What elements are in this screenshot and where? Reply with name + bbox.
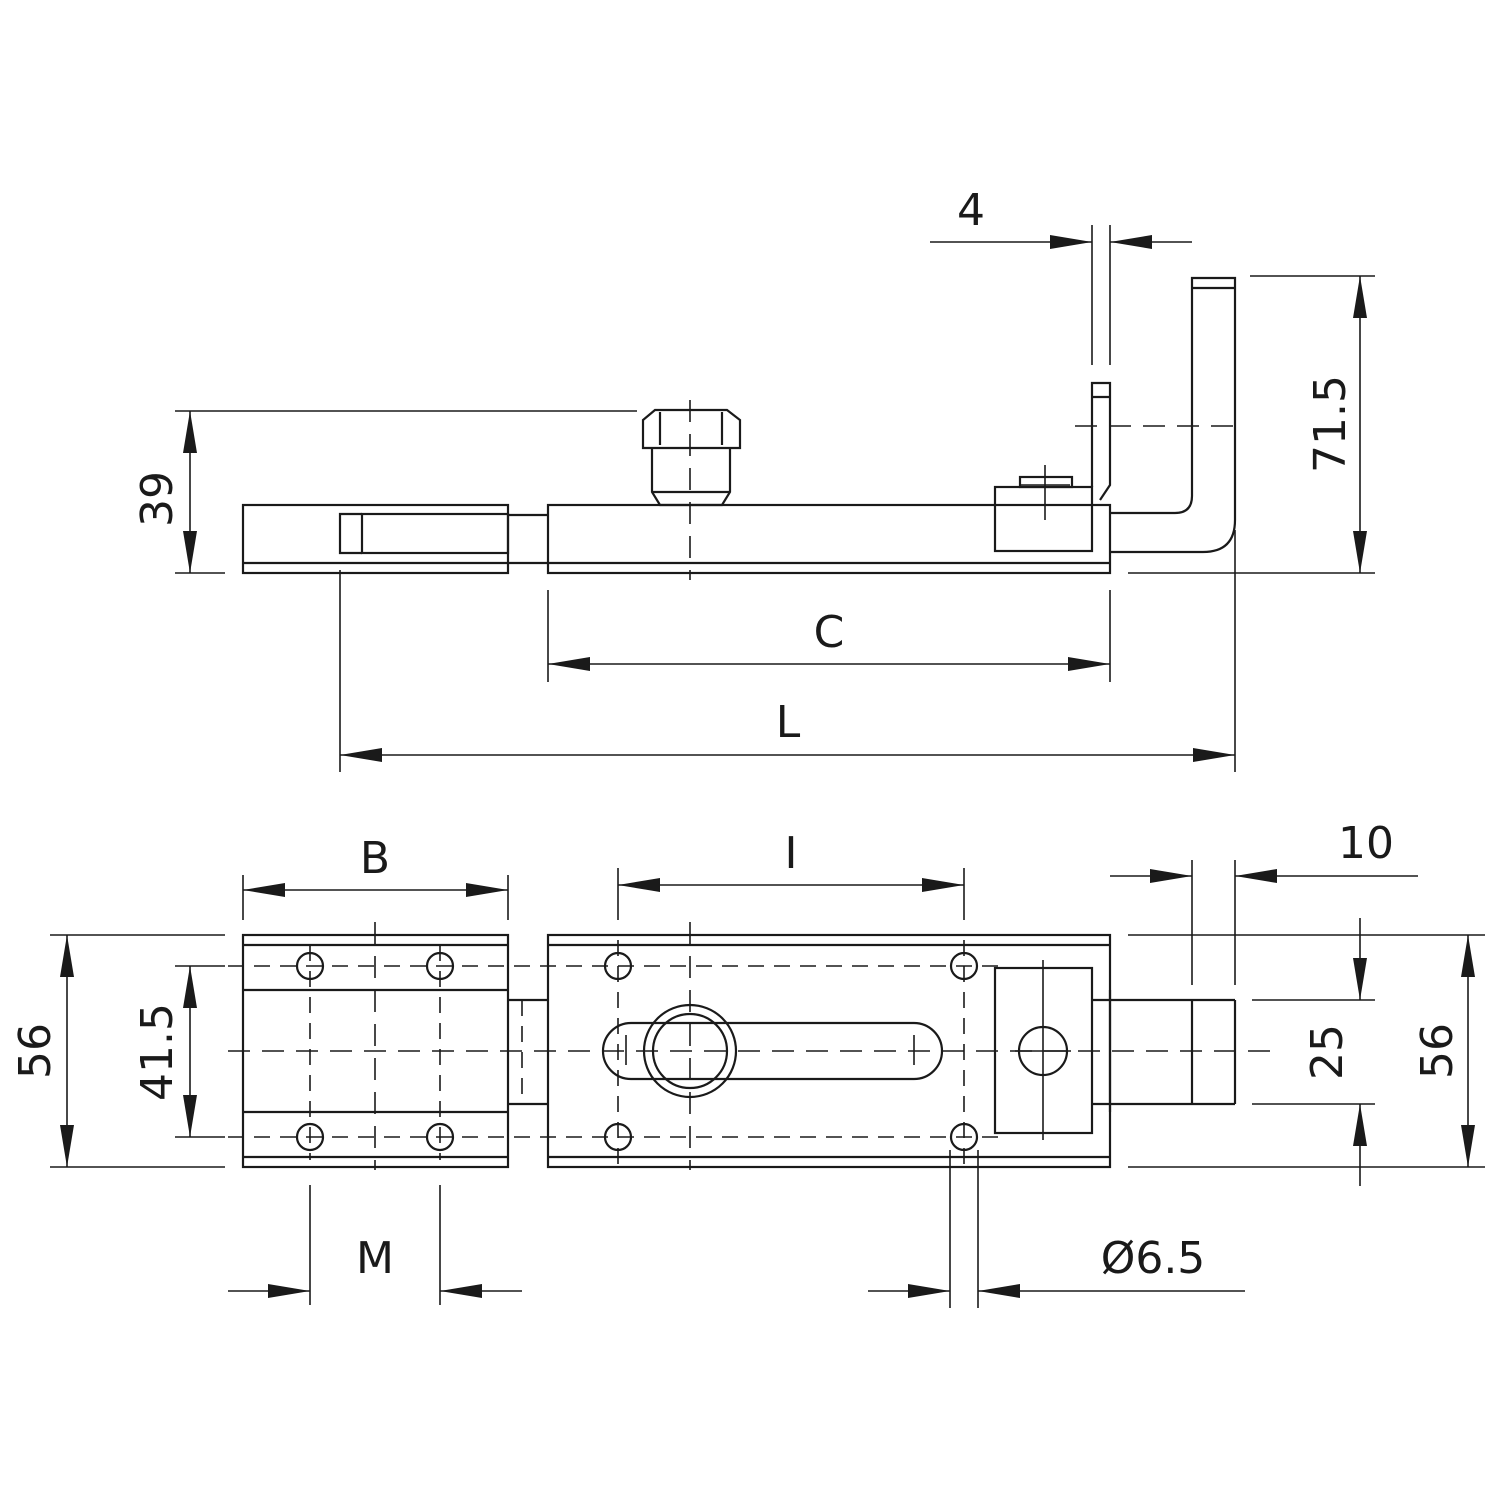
side-extension-lines (175, 225, 1375, 772)
dim-71-5: 71.5 (1305, 276, 1367, 573)
dim-B: B (243, 833, 508, 897)
dim-25: 25 (1302, 918, 1367, 1186)
dim-56-left-label: 56 (10, 1023, 61, 1079)
mounting-hole (295, 1122, 325, 1152)
top-view: B I 10 56 41.5 (10, 818, 1485, 1308)
dim-C-label: C (814, 607, 845, 658)
dim-39-label: 39 (132, 471, 183, 527)
dim-41-5: 41.5 (132, 966, 197, 1137)
side-knob (641, 400, 742, 580)
side-keeper (241, 503, 548, 575)
top-guide (993, 960, 1094, 1140)
dim-25-label: 25 (1302, 1024, 1353, 1080)
top-center-lines (228, 965, 1275, 1138)
top-keeper (241, 922, 510, 1170)
top-extension-lines (50, 860, 1485, 1308)
bolt-slot (601, 1021, 944, 1081)
side-view: 4 71.5 39 C L (132, 185, 1375, 772)
dim-56-left: 56 (10, 935, 74, 1167)
dim-4-label: 4 (957, 185, 985, 236)
dim-I-label: I (785, 828, 798, 879)
dim-56-right-label: 56 (1412, 1023, 1463, 1079)
dim-hole-label: Ø6.5 (1101, 1233, 1206, 1284)
side-bolt (1075, 276, 1245, 554)
side-guide (993, 381, 1112, 553)
dim-C: C (548, 607, 1110, 671)
dim-4: 4 (930, 185, 1192, 249)
dim-10-label: 10 (1338, 818, 1394, 869)
side-body (546, 503, 1112, 575)
dim-56-right: 56 (1412, 935, 1475, 1167)
dim-71-5-label: 71.5 (1305, 375, 1356, 473)
dim-B-label: B (360, 833, 390, 884)
mounting-hole (425, 1122, 455, 1152)
top-bolt-end (1092, 990, 1237, 1112)
dim-39: 39 (132, 411, 197, 573)
dim-L: L (340, 697, 1235, 762)
dim-10: 10 (1110, 818, 1418, 883)
dim-hole-diameter: Ø6.5 (868, 1233, 1245, 1298)
dim-41-5-label: 41.5 (132, 1003, 183, 1101)
dim-M-label: M (356, 1233, 394, 1284)
dim-L-label: L (776, 697, 801, 748)
dim-I: I (618, 828, 964, 892)
dim-M: M (228, 1233, 522, 1298)
